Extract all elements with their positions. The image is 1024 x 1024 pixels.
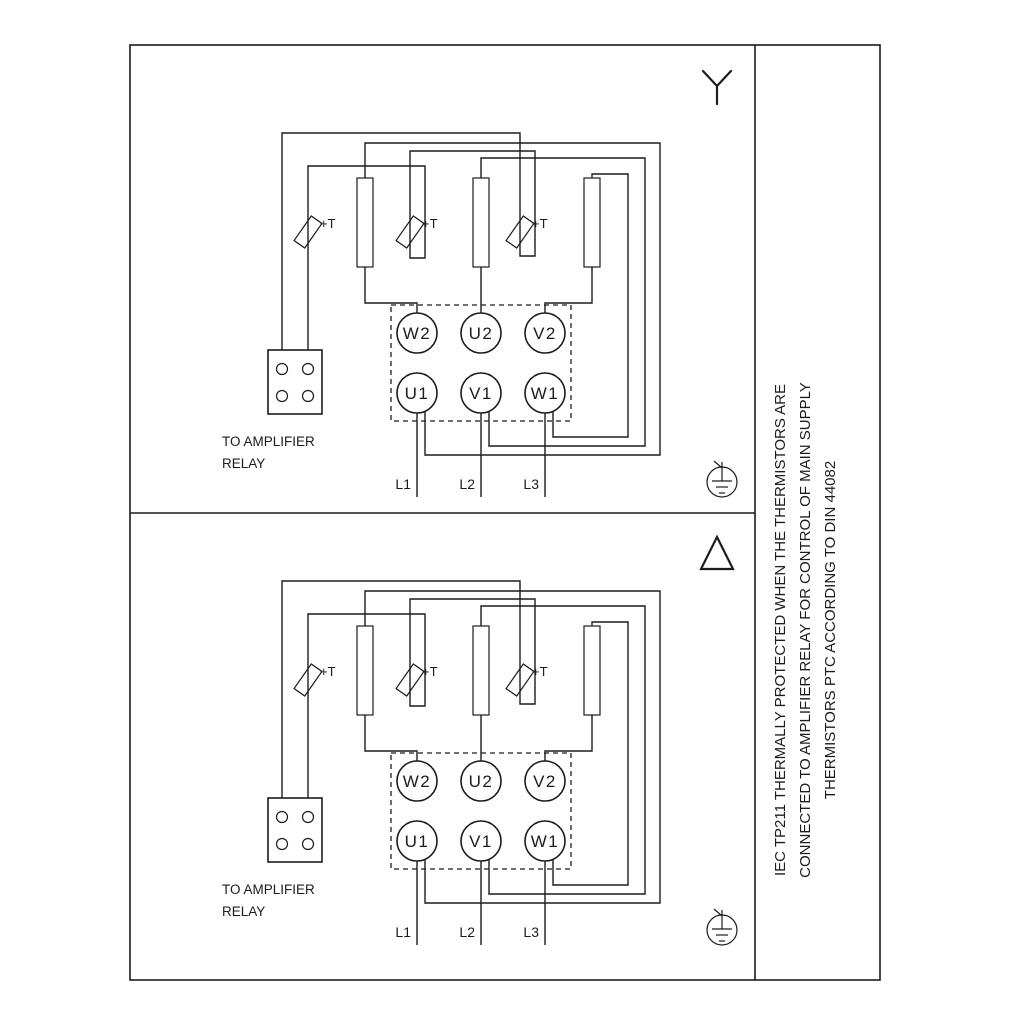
note-line-3: THERMISTORS PTC ACCORDING TO DIN 44082: [822, 461, 839, 799]
relay-label-line2: RELAY: [222, 904, 265, 919]
star-panel-labels: +T +T +T W2 U2 V2 U1 V1 W1 TO AMPLIFIER …: [222, 216, 560, 492]
star-symbol-icon: [701, 69, 733, 106]
terminal-label-U1: U1: [405, 384, 430, 403]
terminal-label-V1: V1: [469, 384, 493, 403]
star-panel-graphics: [267, 132, 738, 498]
note-line-1: IEC TP211 THERMALLY PROTECTED WHEN THE T…: [772, 384, 789, 876]
terminal-label-V1: V1: [469, 832, 493, 851]
supply-label-L3: L3: [523, 476, 539, 492]
terminal-label-U2: U2: [469, 772, 494, 791]
thermistor-label: +T: [422, 216, 438, 231]
terminal-label-V2: V2: [533, 324, 557, 343]
delta-panel-graphics: [267, 580, 738, 946]
relay-label-line1: TO AMPLIFIER: [222, 882, 315, 897]
thermistor-label: +T: [532, 216, 548, 231]
supply-label-L1: L1: [395, 924, 411, 940]
terminal-label-W1: W1: [531, 384, 560, 403]
thermistor-label: +T: [320, 664, 336, 679]
delta-panel-labels: +T +T +T W2 U2 V2 U1 V1 W1 TO AMPLIFIER …: [222, 664, 560, 940]
thermistor-label: +T: [532, 664, 548, 679]
terminal-label-W1: W1: [531, 832, 560, 851]
thermistor-label: +T: [422, 664, 438, 679]
relay-label-line2: RELAY: [222, 456, 265, 471]
thermistor-label: +T: [320, 216, 336, 231]
relay-label-line1: TO AMPLIFIER: [222, 434, 315, 449]
supply-label-L2: L2: [459, 476, 475, 492]
terminal-label-V2: V2: [533, 772, 557, 791]
supply-label-L1: L1: [395, 476, 411, 492]
terminal-label-W2: W2: [403, 772, 432, 791]
supply-label-L2: L2: [459, 924, 475, 940]
delta-symbol-icon: [699, 534, 735, 571]
side-note: IEC TP211 THERMALLY PROTECTED WHEN THE T…: [772, 382, 839, 878]
terminal-label-W2: W2: [403, 324, 432, 343]
terminal-label-U1: U1: [405, 832, 430, 851]
terminal-label-U2: U2: [469, 324, 494, 343]
note-line-2: CONNECTED TO AMPLIFIER RELAY FOR CONTROL…: [797, 382, 814, 878]
supply-label-L3: L3: [523, 924, 539, 940]
